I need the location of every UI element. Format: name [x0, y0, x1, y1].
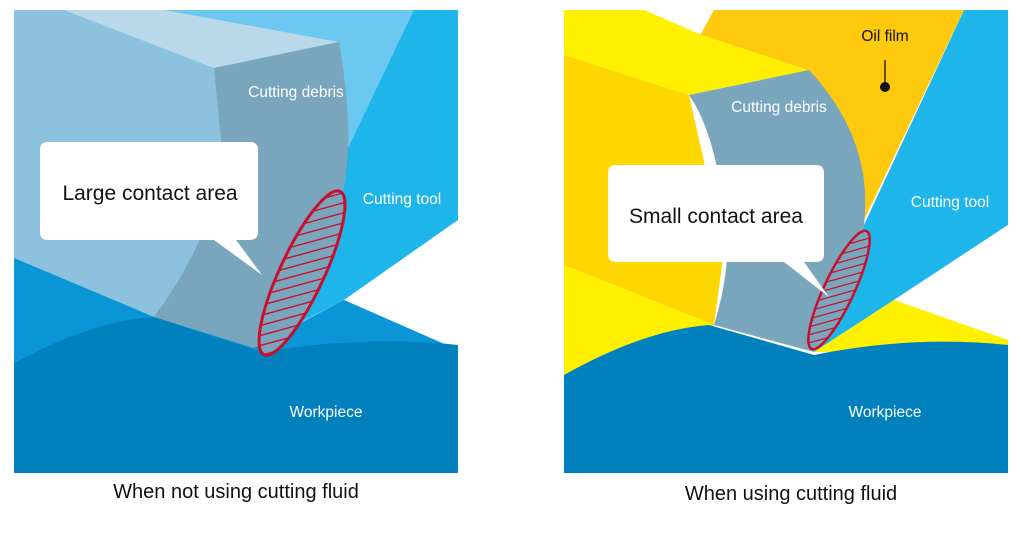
contact-area-outline [257, 189, 347, 357]
oil-lower-left [564, 265, 714, 375]
panel-with-fluid: Small contact area Oil film Cutting debr… [564, 10, 1008, 473]
label-cutting-tool: Cutting tool [911, 194, 989, 211]
callout-text: Small contact area [629, 205, 803, 228]
label-workpiece: Workpiece [849, 404, 922, 421]
workpiece [564, 325, 1008, 473]
tool-gap [344, 220, 458, 350]
oil-band-top [564, 10, 809, 95]
tool-gap [894, 225, 1008, 340]
oil-film-marker-icon [880, 82, 890, 92]
label-cutting-tool: Cutting tool [363, 191, 441, 208]
panel-without-fluid: Large contact area Cutting debris Cuttin… [14, 10, 458, 473]
diagram-without-fluid: Large contact area Cutting debris Cuttin… [14, 10, 458, 473]
workpiece [14, 317, 458, 473]
label-oil-film: Oil film [861, 28, 908, 45]
caption-without-fluid: When not using cutting fluid [113, 481, 359, 503]
callout-bubble: Small contact area [608, 165, 829, 297]
diagram-with-fluid: Small contact area Oil film Cutting debr… [564, 10, 1008, 473]
callout-text: Large contact area [62, 182, 237, 205]
oil-lower-right [814, 300, 1008, 352]
callout-bubble: Large contact area [40, 142, 262, 275]
caption-with-fluid: When using cutting fluid [684, 483, 898, 505]
label-cutting-debris: Cutting debris [731, 99, 827, 116]
label-workpiece: Workpiece [290, 404, 363, 421]
label-cutting-debris: Cutting debris [248, 84, 344, 101]
contact-area-outline [807, 229, 871, 351]
